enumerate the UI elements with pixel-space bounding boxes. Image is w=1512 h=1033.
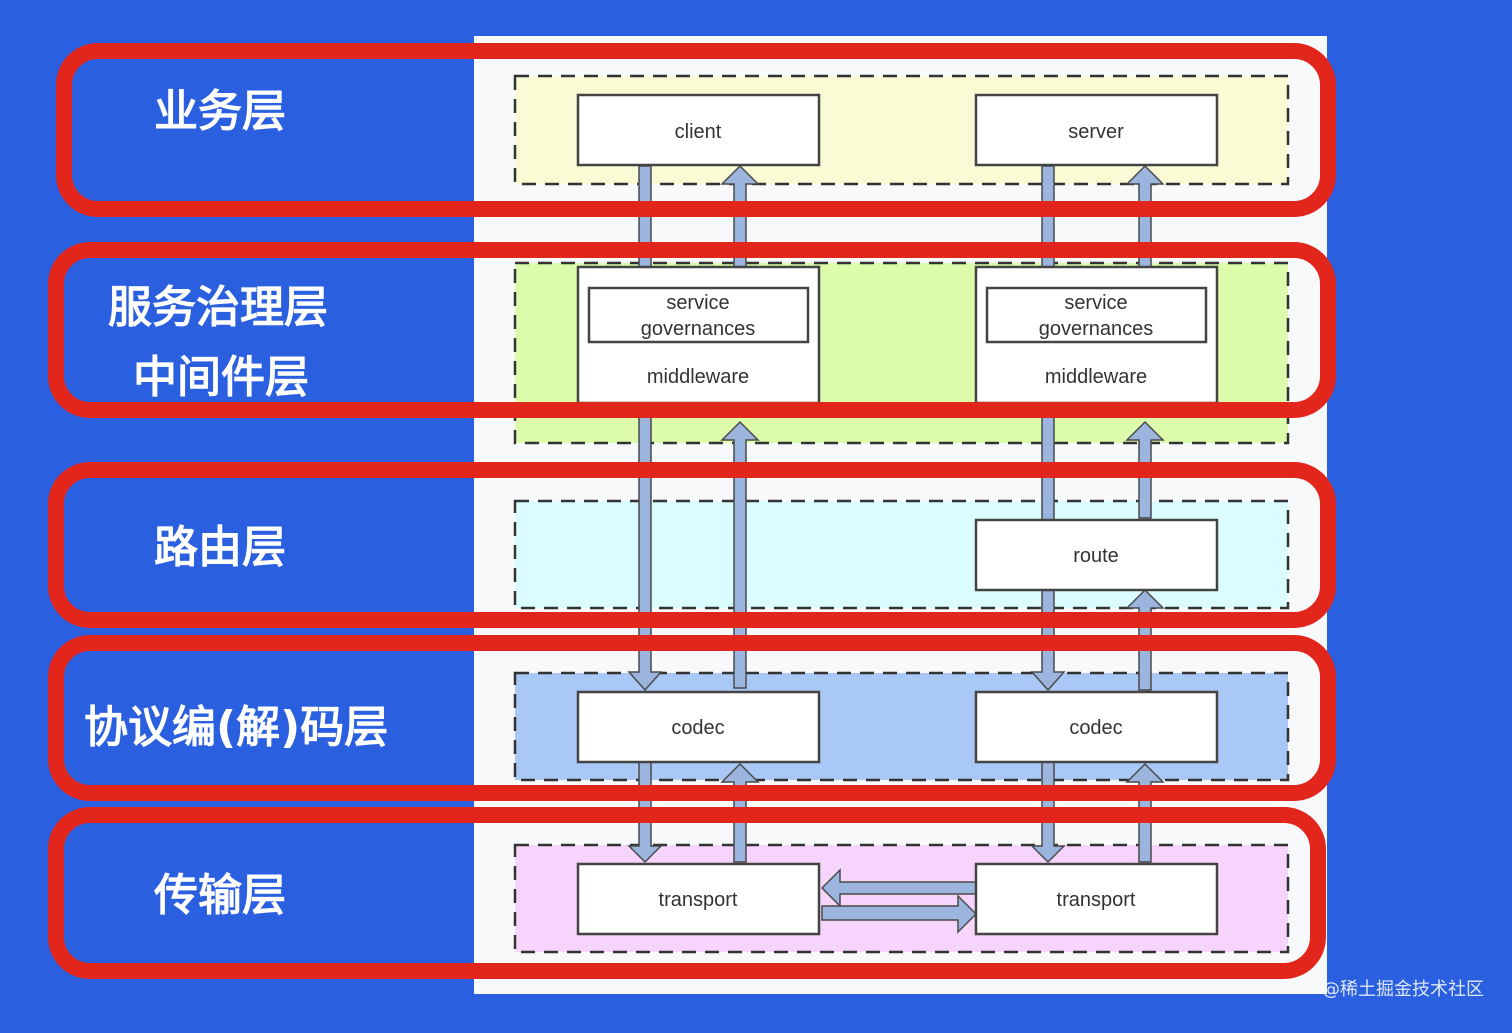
layer-label-governance: 服务治理层 <box>108 282 328 333</box>
middleware-label-right: middleware <box>1045 366 1147 388</box>
layer-label-route: 路由层 <box>154 522 286 573</box>
codec-box-right <box>974 690 1219 764</box>
middleware-label-left: middleware <box>647 366 749 388</box>
client-box <box>576 93 821 167</box>
codec-box-left <box>576 690 821 764</box>
client-label: client <box>675 121 722 143</box>
codec-label-right: codec <box>1069 717 1122 739</box>
governance-label-left-2: governances <box>641 318 756 340</box>
route-label: route <box>1073 545 1119 567</box>
highlight-frame-route <box>48 462 1336 628</box>
transport-box-right <box>974 862 1219 936</box>
highlight-frame-business <box>56 43 1336 217</box>
layer-label-business: 业务层 <box>154 86 286 137</box>
governance-box-left <box>587 286 810 344</box>
layer-label-transport: 传输层 <box>154 870 286 921</box>
transport-label-right: transport <box>1057 889 1136 911</box>
server-label: server <box>1068 121 1124 143</box>
highlight-frame-transport <box>48 807 1326 979</box>
codec-label-left: codec <box>671 717 724 739</box>
governance-label-right-2: governances <box>1039 318 1154 340</box>
governance-box-right <box>985 286 1208 344</box>
transport-box-left <box>576 862 821 936</box>
highlight-frame-governance <box>48 242 1336 418</box>
layer-label-codec: 协议编(解)码层 <box>84 702 389 753</box>
arrow-right-icon <box>821 894 978 934</box>
component-boxes <box>576 93 1219 936</box>
highlight-frame-codec <box>48 635 1336 801</box>
arrow-left-icon <box>820 868 977 908</box>
credit-watermark: @稀土掘金技术社区 <box>1322 979 1484 1000</box>
governance-label-left-1: service <box>666 292 729 314</box>
transport-label-left: transport <box>659 889 738 911</box>
server-box <box>974 93 1219 167</box>
layer-label-middleware: 中间件层 <box>133 352 309 403</box>
route-box <box>974 518 1219 592</box>
governance-label-right-1: service <box>1064 292 1127 314</box>
